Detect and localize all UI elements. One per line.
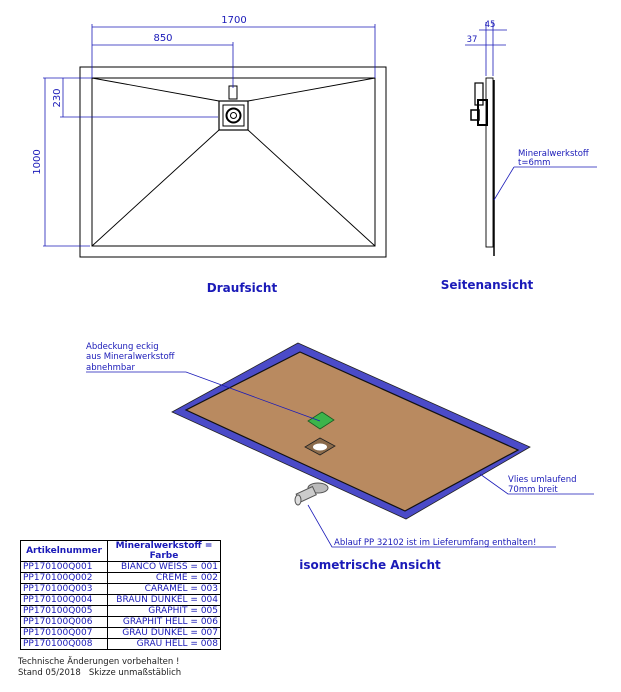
drain-icon [225,107,242,124]
slope-lines [91,77,376,247]
thickness-label: t=6mm [518,158,550,168]
color-code: GRAU DUNKEL = 007 [107,627,221,639]
footer-note-date: Stand 05/2018 Skizze unmaßstäblich [18,668,182,678]
article-number: PP170100Q005 [20,605,108,617]
drain-label: Ablauf PP 32102 ist im Lieferumfang enth… [334,538,536,548]
side-view [470,77,495,256]
article-number: PP170100Q003 [20,583,108,595]
drain-siphon-icon [294,482,329,506]
header-material: Mineralwerkstoff = Farbe [107,540,221,562]
color-code: BRAUN DUNKEL = 004 [107,594,221,606]
top-dimensions [43,24,376,247]
footer-note-changes: Technische Änderungen vorbehalten ! [18,657,180,667]
side-dimensions [465,22,597,201]
top-view [79,66,387,258]
side-view-title: Seitenansicht [441,278,534,292]
table-header: Artikelnummer Mineralwerkstoff = Farbe [20,540,221,562]
tray-surface [184,351,520,512]
article-number: PP170100Q008 [20,638,108,650]
cover-plate [307,411,335,430]
article-number: PP170100Q001 [20,561,108,573]
color-code: CREME = 002 [107,572,221,584]
article-number: PP170100Q007 [20,627,108,639]
drain-frame [218,100,249,131]
cover-label-3: abnehmbar [86,363,135,373]
header-article: Artikelnummer [20,540,108,562]
article-number: PP170100Q002 [20,572,108,584]
iso-leaders [86,371,594,548]
fleece-label-2: 70mm breit [508,485,558,495]
color-code: CARAMEL = 003 [107,583,221,595]
cover-label-1: Abdeckung eckig [86,342,159,352]
drain-inner [222,104,245,127]
drain-hole [313,443,327,451]
dim-width: 1000 [32,149,43,174]
article-number: PP170100Q004 [20,594,108,606]
material-label: Mineralwerkstoff [518,149,590,159]
drain-center [230,112,237,119]
iso-view [171,342,531,520]
tray-outline [79,66,387,258]
tray-inner [91,77,376,247]
dim-base-height: 37 [467,35,478,45]
cover-label-2: aus Mineralwerkstoff [86,352,176,362]
article-number: PP170100Q006 [20,616,108,628]
dim-drain-offset: 230 [52,88,63,107]
color-code: GRAPHIT HELL = 006 [107,616,221,628]
dim-total-height: 45 [485,20,496,30]
dim-half-length: 850 [153,33,172,44]
color-code: GRAU HELL = 008 [107,638,221,650]
iso-view-title: isometrische Ansicht [299,558,441,572]
color-code: BIANCO WEISS = 001 [107,561,221,573]
color-code: GRAPHIT = 005 [107,605,221,617]
dim-length: 1700 [221,15,246,26]
top-view-title: Draufsicht [207,281,278,295]
article-table: Artikelnummer Mineralwerkstoff = Farbe P… [20,540,221,650]
fleece-label-1: Vlies umlaufend [508,475,577,485]
